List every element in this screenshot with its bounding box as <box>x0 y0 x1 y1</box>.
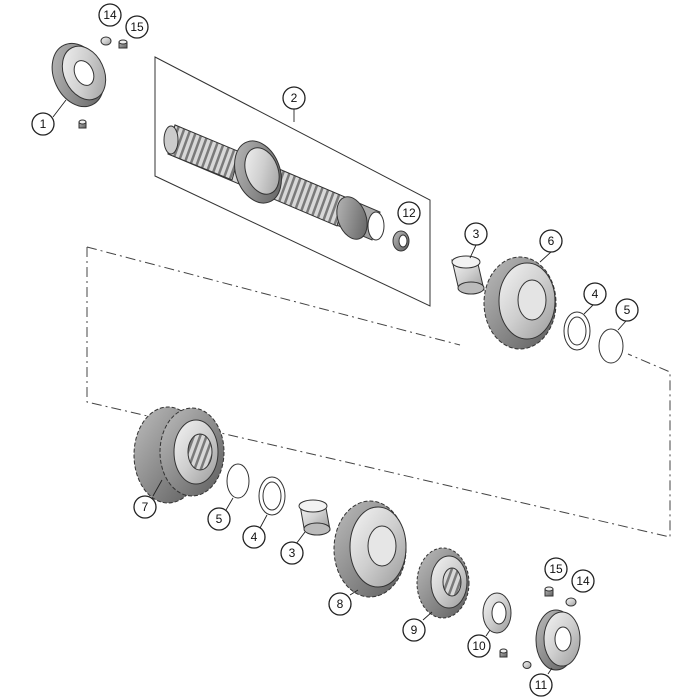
callout-label: 7 <box>142 500 149 514</box>
leader-lines <box>52 99 627 675</box>
callout-label: 3 <box>289 546 296 560</box>
callout-label: 14 <box>103 8 117 22</box>
screw-part-10-bottom <box>499 648 508 658</box>
assembly-dash-top <box>86 246 461 346</box>
callout-label: 5 <box>216 512 223 526</box>
washer-near-part-11 <box>522 661 532 669</box>
callout-label: 15 <box>130 20 144 34</box>
screw-part-15-top <box>118 39 128 49</box>
gear-part-6 <box>483 256 557 350</box>
callout-15-top: 15 <box>125 15 149 39</box>
gear-part-8 <box>333 500 407 598</box>
washer-part-14-top <box>100 36 112 46</box>
callout-label: 2 <box>291 91 298 105</box>
callout-9: 9 <box>402 618 426 642</box>
callout-label: 4 <box>592 287 599 301</box>
callout-8: 8 <box>328 592 352 616</box>
callout-6: 6 <box>539 229 563 253</box>
callout-11: 11 <box>529 673 553 697</box>
screw-part-1-bottom <box>78 119 87 129</box>
callouts: 14 15 1 2 12 3 6 4 <box>31 3 639 697</box>
callout-5-upper: 5 <box>615 298 639 322</box>
needle-cage-part-4-lower <box>258 476 286 516</box>
callout-3-lower: 3 <box>280 541 304 565</box>
circlip-part-5-lower <box>226 463 250 499</box>
callout-label: 15 <box>549 562 563 576</box>
bearing-part-1 <box>51 42 107 108</box>
callout-14-top: 14 <box>98 3 122 27</box>
callout-4-lower: 4 <box>242 525 266 549</box>
bushing-part-3-upper <box>451 255 485 295</box>
gear-part-9 <box>416 547 470 619</box>
washer-part-14-lower <box>565 597 577 607</box>
callout-label: 8 <box>337 597 344 611</box>
bushing-part-3-lower <box>298 499 331 536</box>
thrust-washer-part-10 <box>482 592 512 634</box>
callout-label: 5 <box>624 303 631 317</box>
callout-label: 1 <box>40 117 47 131</box>
callout-3-upper: 3 <box>464 222 488 246</box>
bearing-part-11 <box>535 609 581 671</box>
callout-15-lower: 15 <box>544 557 568 581</box>
shaft-frame <box>154 56 431 307</box>
callout-1: 1 <box>31 112 55 136</box>
needle-bearing-part-12 <box>392 230 410 252</box>
callout-7: 7 <box>133 495 157 519</box>
callout-12: 12 <box>397 201 421 225</box>
callout-label: 9 <box>411 623 418 637</box>
callout-5-lower: 5 <box>207 507 231 531</box>
callout-label: 3 <box>473 227 480 241</box>
callout-2: 2 <box>282 86 306 110</box>
callout-label: 11 <box>535 678 548 692</box>
circlip-part-5-upper <box>598 328 624 364</box>
callout-label: 10 <box>472 639 486 653</box>
screw-part-15-lower <box>544 586 554 597</box>
callout-label: 12 <box>402 206 416 220</box>
needle-cage-part-4-upper <box>563 311 591 351</box>
gear-part-7 <box>133 406 225 504</box>
callout-label: 6 <box>548 234 555 248</box>
callout-10: 10 <box>467 634 491 658</box>
main-shaft-part-2 <box>163 124 385 241</box>
callout-14-lower: 14 <box>571 569 595 593</box>
callout-label: 14 <box>576 574 590 588</box>
assembly-dash-frame <box>86 247 671 538</box>
callout-label: 4 <box>251 530 258 544</box>
callout-4-upper: 4 <box>583 282 607 306</box>
